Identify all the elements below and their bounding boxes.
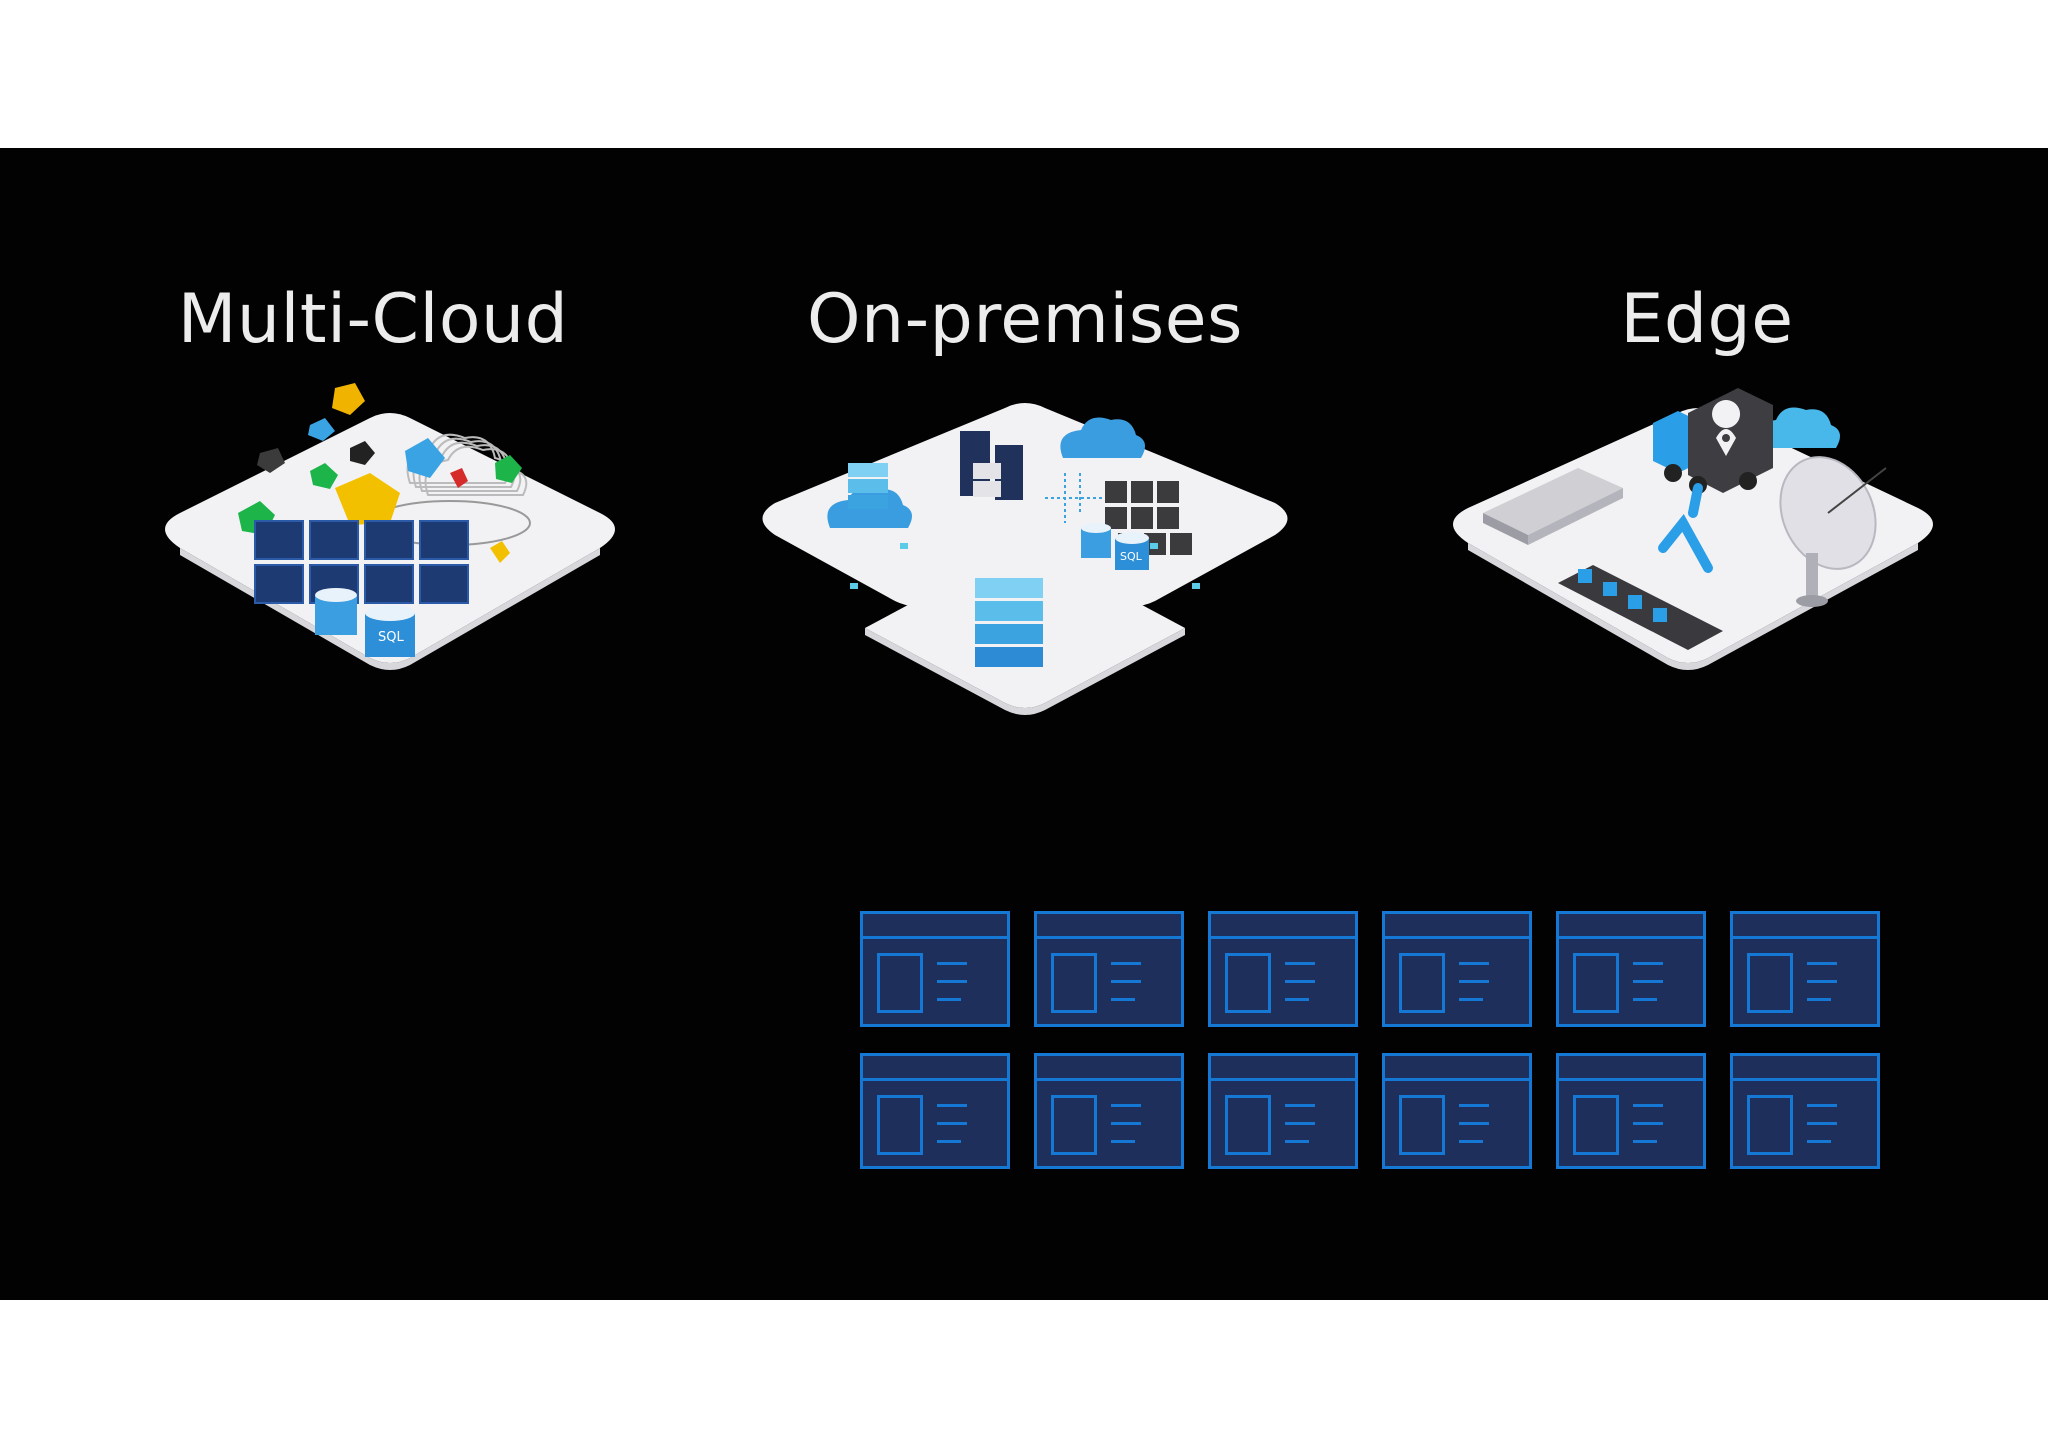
database-icon: SQL <box>315 588 415 657</box>
app-window-icon <box>860 911 1010 1027</box>
sql-label: SQL <box>1120 550 1143 563</box>
gem-icon <box>238 383 522 563</box>
app-window-grid <box>860 911 1885 1169</box>
cloud-icon <box>1755 407 1840 448</box>
truck-icon <box>1653 388 1773 494</box>
platform <box>762 403 1288 606</box>
app-window-icon <box>1730 1053 1880 1169</box>
server-rack-icon <box>960 431 1023 500</box>
app-panel-icon <box>254 520 469 604</box>
conveyor-belt-icon <box>1558 565 1723 650</box>
heading-edge: Edge <box>1620 280 1794 359</box>
app-window-icon <box>1556 1053 1706 1169</box>
multi-cloud-illustration: SQL <box>110 373 670 733</box>
app-window-icon <box>1208 911 1358 1027</box>
app-window-icon <box>1382 1053 1532 1169</box>
heading-multi-cloud: Multi-Cloud <box>177 280 569 359</box>
server-stack-icon <box>848 463 1043 667</box>
server-appliance-icon <box>1483 468 1623 545</box>
slide: Multi-Cloud On-premises Edge <box>0 148 2048 1300</box>
heading-on-premises: On-premises <box>807 280 1243 359</box>
app-window-icon <box>1208 1053 1358 1169</box>
edge-illustration <box>1428 373 1988 733</box>
server-rack-icon <box>1105 481 1192 555</box>
app-window-icon <box>1034 911 1184 1027</box>
on-premises-illustration: SQL <box>745 373 1305 733</box>
app-window-icon <box>1730 911 1880 1027</box>
location-pin-icon <box>1712 400 1741 456</box>
database-icon: SQL <box>1081 523 1149 570</box>
sql-label: SQL <box>378 630 404 645</box>
app-window-icon <box>860 1053 1010 1169</box>
app-window-icon <box>1034 1053 1184 1169</box>
app-window-icon <box>1382 911 1532 1027</box>
satellite-dish-icon <box>1779 456 1887 607</box>
robot-arm-icon <box>1658 483 1713 573</box>
app-window-icon <box>1556 911 1706 1027</box>
